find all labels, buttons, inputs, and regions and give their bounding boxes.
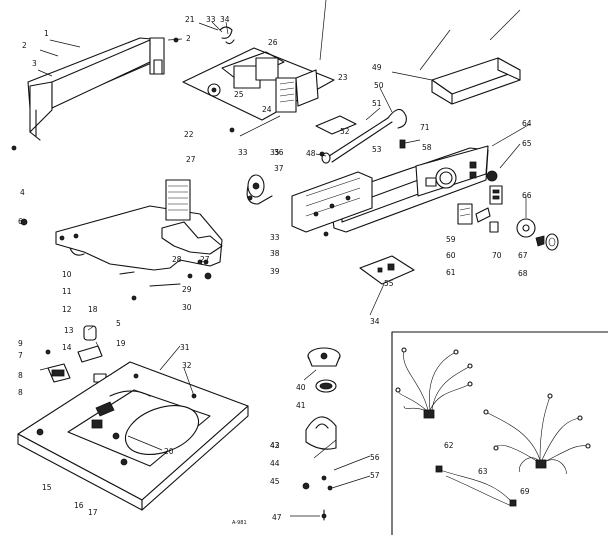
wiring-cover bbox=[20, 179, 223, 301]
lid-switch-parts bbox=[302, 347, 341, 521]
knob-parts bbox=[457, 170, 559, 251]
label-43: 43 bbox=[270, 441, 280, 450]
label-42: 42 bbox=[270, 441, 280, 450]
label-10: 10 bbox=[62, 270, 72, 279]
label-71: 71 bbox=[420, 123, 430, 132]
switch-plate bbox=[359, 255, 415, 285]
harness-69 bbox=[483, 393, 591, 475]
label-8b: 8 bbox=[18, 388, 23, 397]
label-47: 47 bbox=[272, 513, 282, 522]
top-cover bbox=[17, 361, 249, 511]
label-37: 37 bbox=[274, 164, 284, 173]
label-57: 57 bbox=[370, 471, 380, 480]
label-18: 18 bbox=[88, 305, 98, 314]
label-14: 14 bbox=[62, 343, 72, 352]
label-35: 35 bbox=[270, 148, 280, 157]
label-49: 49 bbox=[372, 63, 382, 72]
label-3: 3 bbox=[32, 59, 37, 68]
label-5: 5 bbox=[116, 319, 121, 328]
label-53: 53 bbox=[372, 145, 382, 154]
label-65: 65 bbox=[522, 139, 532, 148]
label-60: 60 bbox=[446, 251, 456, 260]
label-1: 1 bbox=[44, 29, 49, 38]
rod-assembly bbox=[315, 108, 421, 164]
label-59: 59 bbox=[446, 235, 456, 244]
console-rear-panel bbox=[11, 37, 183, 151]
label-24: 24 bbox=[262, 105, 272, 114]
rear-bracket bbox=[431, 57, 521, 105]
label-30: 30 bbox=[182, 303, 192, 312]
label-33b: 33 bbox=[238, 148, 248, 157]
label-16: 16 bbox=[74, 501, 84, 510]
label-11: 11 bbox=[62, 287, 72, 296]
label-17: 17 bbox=[88, 508, 98, 517]
label-2b: 2 bbox=[186, 34, 191, 43]
label-52: 52 bbox=[340, 127, 350, 136]
label-50: 50 bbox=[374, 81, 384, 90]
label-15: 15 bbox=[42, 483, 52, 492]
label-21: 21 bbox=[185, 15, 195, 24]
label-55: 55 bbox=[384, 279, 394, 288]
footer-code: A-981 bbox=[232, 520, 247, 526]
label-40: 40 bbox=[296, 383, 306, 392]
label-64: 64 bbox=[522, 119, 532, 128]
label-27: 27 bbox=[186, 155, 196, 164]
part-labels: 1 2 3 2 4 5 6 7 8 9 8 10 11 12 13 14 15 … bbox=[18, 15, 532, 526]
label-28: 28 bbox=[172, 255, 182, 264]
label-62: 62 bbox=[444, 441, 454, 450]
label-67: 67 bbox=[518, 251, 528, 260]
label-8: 8 bbox=[18, 371, 23, 380]
label-68: 68 bbox=[518, 269, 528, 278]
harness-62 bbox=[395, 347, 473, 419]
wiring-harness-box bbox=[391, 331, 608, 536]
label-61: 61 bbox=[446, 268, 456, 277]
harness-63 bbox=[435, 465, 517, 507]
label-20: 20 bbox=[164, 447, 174, 456]
label-32: 32 bbox=[182, 361, 192, 370]
label-19: 19 bbox=[116, 339, 126, 348]
leader-lines bbox=[39, 21, 531, 517]
label-7: 7 bbox=[18, 351, 23, 360]
label-27b: 27 bbox=[200, 255, 210, 264]
label-44: 44 bbox=[270, 459, 280, 468]
small-parts bbox=[45, 325, 107, 383]
label-6: 6 bbox=[18, 217, 23, 226]
label-69: 69 bbox=[520, 487, 530, 496]
label-39: 39 bbox=[270, 267, 280, 276]
label-13: 13 bbox=[64, 326, 74, 335]
label-33c: 33 bbox=[270, 233, 280, 242]
label-48: 48 bbox=[306, 149, 316, 158]
label-29: 29 bbox=[182, 285, 192, 294]
label-45: 45 bbox=[270, 477, 280, 486]
label-41: 41 bbox=[296, 401, 306, 410]
label-12: 12 bbox=[62, 305, 72, 314]
control-panel bbox=[329, 145, 489, 233]
label-63: 63 bbox=[478, 467, 488, 476]
switch-bracket bbox=[246, 171, 373, 237]
label-25: 25 bbox=[234, 90, 244, 99]
label-66: 66 bbox=[522, 191, 532, 200]
label-34b: 34 bbox=[370, 317, 380, 326]
label-31: 31 bbox=[180, 343, 190, 352]
label-38: 38 bbox=[270, 249, 280, 258]
label-56: 56 bbox=[370, 453, 380, 462]
label-34: 34 bbox=[220, 15, 230, 24]
label-33: 33 bbox=[206, 15, 216, 24]
label-51: 51 bbox=[372, 99, 382, 108]
label-23: 23 bbox=[338, 73, 348, 82]
label-4: 4 bbox=[20, 188, 25, 197]
label-9: 9 bbox=[18, 339, 23, 348]
label-36: 36 bbox=[274, 148, 284, 157]
label-22: 22 bbox=[184, 130, 194, 139]
label-58: 58 bbox=[422, 143, 432, 152]
label-70: 70 bbox=[492, 251, 502, 260]
label-26: 26 bbox=[268, 38, 278, 47]
label-2: 2 bbox=[22, 41, 27, 50]
timer-plate-assembly bbox=[182, 26, 335, 133]
